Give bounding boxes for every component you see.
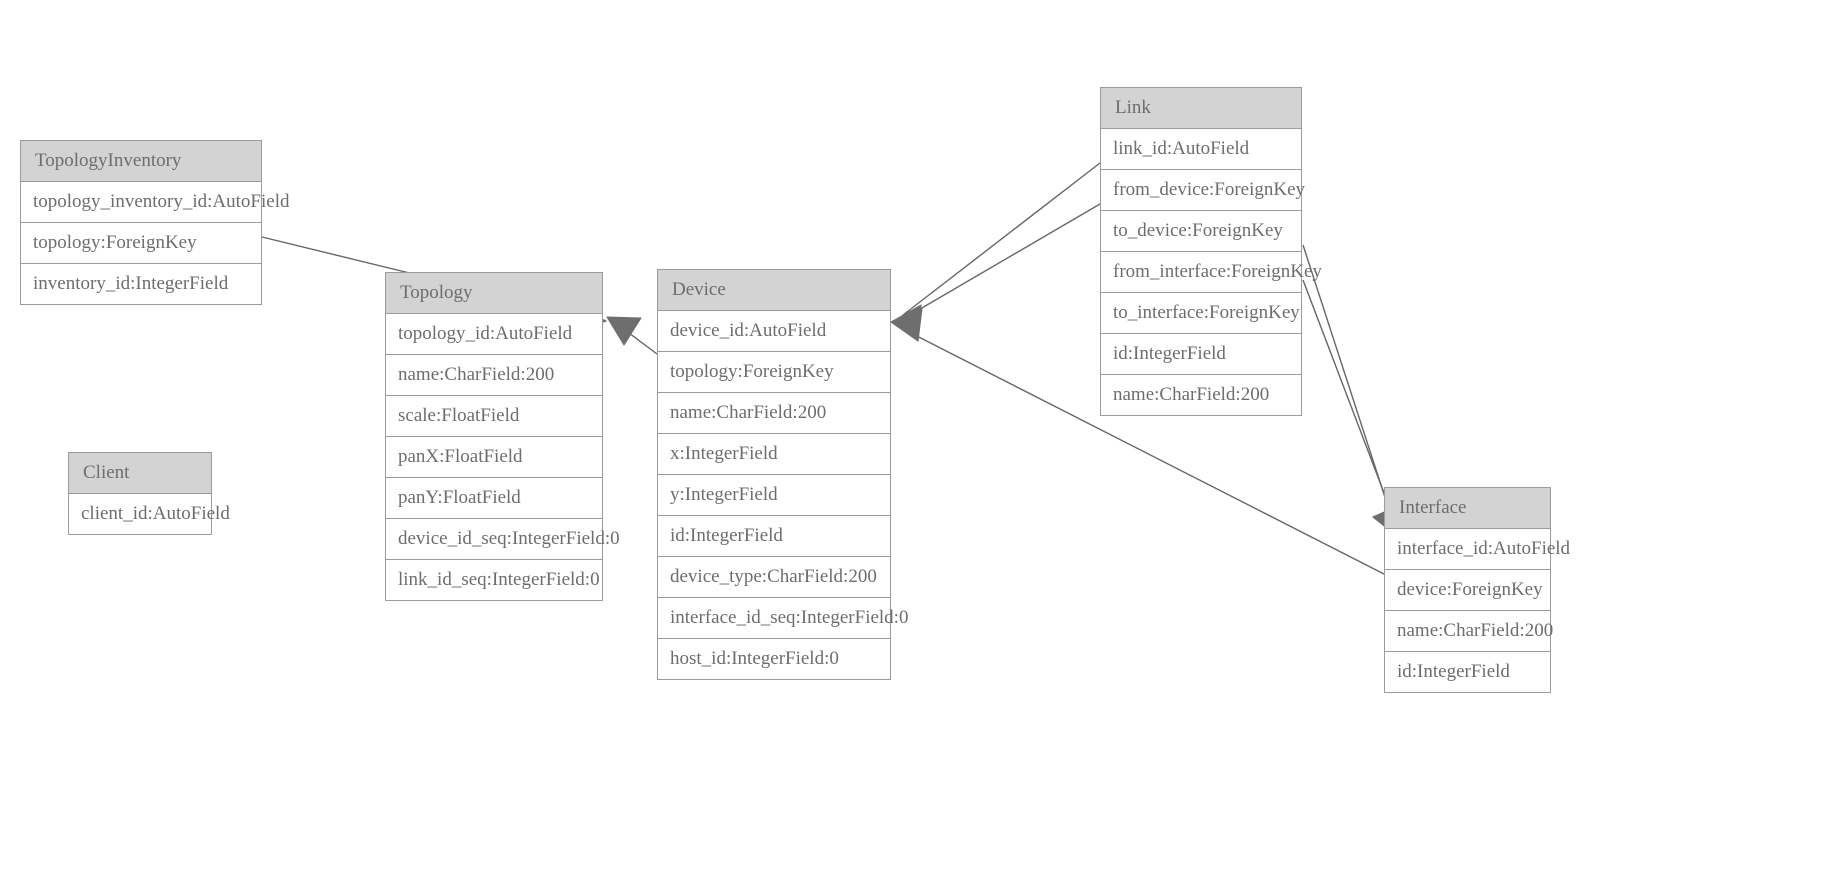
relationship-link-fromdevice-device <box>889 162 1101 342</box>
entity-field-row[interactable]: topology:ForeignKey <box>21 223 261 264</box>
entity-field-row[interactable]: topology_id:AutoField <box>386 314 602 355</box>
relationship-arrowhead <box>606 316 642 346</box>
relationship-line <box>902 162 1101 316</box>
relationship-line <box>1302 244 1395 526</box>
relationship-arrowhead <box>889 307 923 342</box>
entity-field-row[interactable]: from_interface:ForeignKey <box>1101 252 1322 293</box>
entity-title-topology: Topology <box>386 273 602 314</box>
entity-field-row[interactable]: to_interface:ForeignKey <box>1101 293 1301 334</box>
entity-title-device: Device <box>658 270 890 311</box>
entity-field-row[interactable]: topology_inventory_id:AutoField <box>21 182 290 223</box>
entity-title-link: Link <box>1101 88 1301 129</box>
entity-field-row[interactable]: device_id:AutoField <box>658 311 890 352</box>
entity-field-row[interactable]: name:CharField:200 <box>1101 375 1301 416</box>
entity-title-topology_inventory: TopologyInventory <box>21 141 261 182</box>
entity-title-client: Client <box>69 453 211 494</box>
relationship-link-todevice-device <box>889 203 1101 342</box>
entity-field-row[interactable]: device:ForeignKey <box>1385 570 1550 611</box>
relationship-arrowhead <box>889 307 923 342</box>
entity-field-row[interactable]: from_device:ForeignKey <box>1101 170 1305 211</box>
entity-field-row[interactable]: id:IntegerField <box>1101 334 1301 375</box>
relationship-device-topology <box>606 316 658 355</box>
entity-field-row[interactable]: link_id_seq:IntegerField:0 <box>386 560 602 601</box>
entity-field-row[interactable]: link_id:AutoField <box>1101 129 1301 170</box>
relationship-line <box>902 203 1101 320</box>
entity-field-row[interactable]: name:CharField:200 <box>386 355 602 396</box>
entity-field-row[interactable]: interface_id_seq:IntegerField:0 <box>658 598 908 639</box>
relationship-line <box>616 323 658 355</box>
relationship-line <box>1302 279 1398 528</box>
entity-field-row[interactable]: client_id:AutoField <box>69 494 230 535</box>
entity-field-row[interactable]: host_id:IntegerField:0 <box>658 639 890 680</box>
entity-field-row[interactable]: device_id_seq:IntegerField:0 <box>386 519 620 560</box>
entity-field-row[interactable]: inventory_id:IntegerField <box>21 264 261 305</box>
entity-field-row[interactable]: scale:FloatField <box>386 396 602 437</box>
entity-field-row[interactable]: to_device:ForeignKey <box>1101 211 1301 252</box>
relationship-arrowhead <box>890 304 922 339</box>
entity-field-row[interactable]: panY:FloatField <box>386 478 602 519</box>
entity-field-row[interactable]: interface_id:AutoField <box>1385 529 1570 570</box>
entity-field-row[interactable]: topology:ForeignKey <box>658 352 890 393</box>
entity-title-interface: Interface <box>1385 488 1550 529</box>
entity-field-row[interactable]: name:CharField:200 <box>1385 611 1553 652</box>
entity-field-row[interactable]: id:IntegerField <box>1385 652 1550 693</box>
entity-field-row[interactable]: id:IntegerField <box>658 516 890 557</box>
entity-field-row[interactable]: y:IntegerField <box>658 475 890 516</box>
entity-field-row[interactable]: x:IntegerField <box>658 434 890 475</box>
entity-field-row[interactable]: device_type:CharField:200 <box>658 557 890 598</box>
entity-field-row[interactable]: panX:FloatField <box>386 437 602 478</box>
entity-field-row[interactable]: name:CharField:200 <box>658 393 890 434</box>
